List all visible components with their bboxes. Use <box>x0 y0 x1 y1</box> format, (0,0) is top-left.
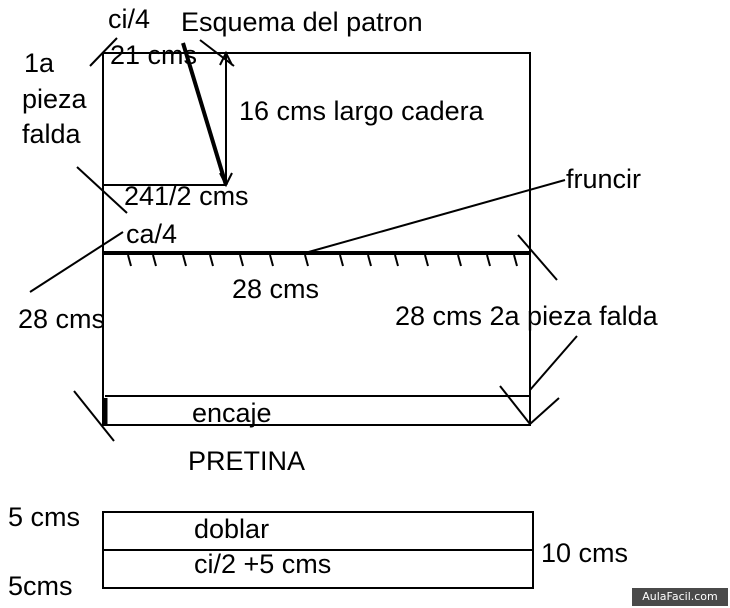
gather-tick <box>457 254 462 267</box>
tick-waist-right <box>517 234 558 281</box>
gather-tick <box>304 254 309 267</box>
gather-tick <box>127 254 132 267</box>
label-28cms-center: 28 cms <box>232 274 320 304</box>
label-piece2: 28 cms 2a pieza falda <box>395 301 658 331</box>
label-piece1-line1: 1a <box>24 48 55 78</box>
label-241-2cms: 241/2 cms <box>124 181 249 211</box>
watermark-logo: AulaFacil.com <box>632 588 728 606</box>
hip-arrow-top <box>219 50 233 66</box>
gather-tick <box>339 254 344 267</box>
tick-left-bottom <box>73 390 115 442</box>
label-piece1-line3: falda <box>22 119 81 149</box>
hip-arrow-bottom <box>219 172 233 188</box>
fruncir-pointer-line <box>304 179 566 254</box>
gather-tick <box>239 254 244 267</box>
gather-tick <box>513 254 518 267</box>
label-ci2-5cms: ci/2 +5 cms <box>194 549 332 579</box>
gather-tick <box>424 254 429 267</box>
tick-waist-left <box>29 231 124 293</box>
tick-hip-left <box>76 166 128 214</box>
label-doblar: doblar <box>194 514 270 544</box>
tick-right-bottom-2 <box>529 397 560 425</box>
label-largo-cadera: 16 cms largo cadera <box>239 96 484 126</box>
label-pretina: PRETINA <box>188 446 306 476</box>
gather-tick <box>269 254 274 267</box>
label-21cms: 21 cms <box>110 40 198 70</box>
label-5cms-top: 5 cms <box>8 502 81 532</box>
tick-top-left <box>89 37 118 67</box>
gather-tick <box>182 254 187 267</box>
label-encaje: encaje <box>192 398 272 428</box>
gather-tick <box>209 254 214 267</box>
label-28cms-left: 28 cms <box>18 304 106 334</box>
gather-tick <box>152 254 157 267</box>
hip-diagonal-line <box>181 42 228 186</box>
gather-tick <box>486 254 491 267</box>
label-10cms: 10 cms <box>541 538 629 568</box>
tick-right-mid <box>529 335 578 391</box>
label-ca4: ca/4 <box>126 219 178 249</box>
label-piece1-line2: pieza <box>22 84 87 114</box>
gather-tick <box>394 254 399 267</box>
tick-right-bottom-1 <box>499 385 531 425</box>
label-5cms-bottom: 5cms <box>8 571 73 601</box>
gather-marks <box>127 254 518 267</box>
gather-tick <box>367 254 372 267</box>
label-fruncir: fruncir <box>566 164 642 194</box>
label-ci4: ci/4 <box>108 4 151 34</box>
diagram-title: Esquema del patron <box>181 7 423 37</box>
tick-21cms <box>199 39 235 67</box>
